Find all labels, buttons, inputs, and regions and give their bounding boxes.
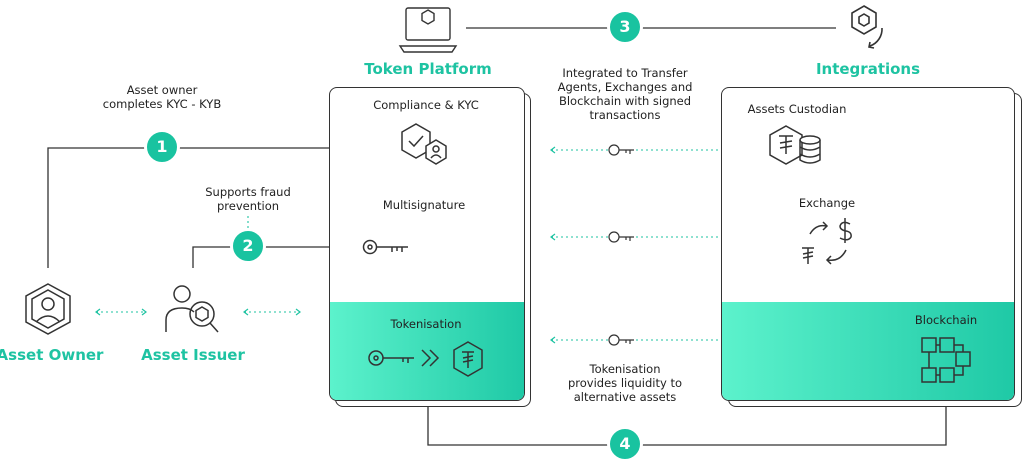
- multisignature-label: Multisignature: [382, 198, 466, 212]
- exchange-label: Exchange: [798, 196, 856, 210]
- blockchain-label: Blockchain: [914, 313, 978, 327]
- chevrons-right-icon: [368, 341, 483, 377]
- currency-exchange-icon: [802, 218, 852, 265]
- custodian-label: Assets Custodian: [747, 102, 847, 116]
- refresh-hexagon-icon: [851, 5, 883, 49]
- step-4-badge: 4: [607, 426, 643, 462]
- step-2-badge: 2: [230, 228, 266, 264]
- laptop-icon: [398, 7, 458, 53]
- step-1-badge: 1: [144, 129, 180, 165]
- step-4-line: [427, 388, 947, 446]
- step-2-line: [192, 246, 356, 268]
- key-icon: [362, 239, 408, 255]
- key-icon: [608, 231, 634, 243]
- compliance-label: Compliance & KYC: [373, 98, 479, 112]
- integrations-heading: Integrations: [815, 60, 921, 78]
- blockchain-icon: [921, 337, 971, 383]
- key-icon: [608, 144, 634, 156]
- tokenisation-band: [330, 302, 524, 400]
- step-1-line: [47, 147, 384, 268]
- issuer-search-icon: [165, 285, 219, 333]
- shield-check-icon: [401, 123, 447, 165]
- asset-issuer-label: Asset Issuer: [141, 346, 245, 364]
- asset-owner-label: Asset Owner: [0, 346, 104, 364]
- blockchain-band: [722, 302, 1014, 400]
- person-hexagon-icon: [25, 283, 71, 335]
- key-icon: [608, 334, 634, 346]
- tokenisation-label: Tokenisation: [390, 317, 462, 331]
- step-3-badge: 3: [607, 9, 643, 45]
- database-coin-icon: [769, 125, 821, 165]
- token-hexagon-icon: [453, 341, 483, 377]
- token-platform-heading: Token Platform: [364, 60, 492, 78]
- token-platform-card: [329, 87, 525, 401]
